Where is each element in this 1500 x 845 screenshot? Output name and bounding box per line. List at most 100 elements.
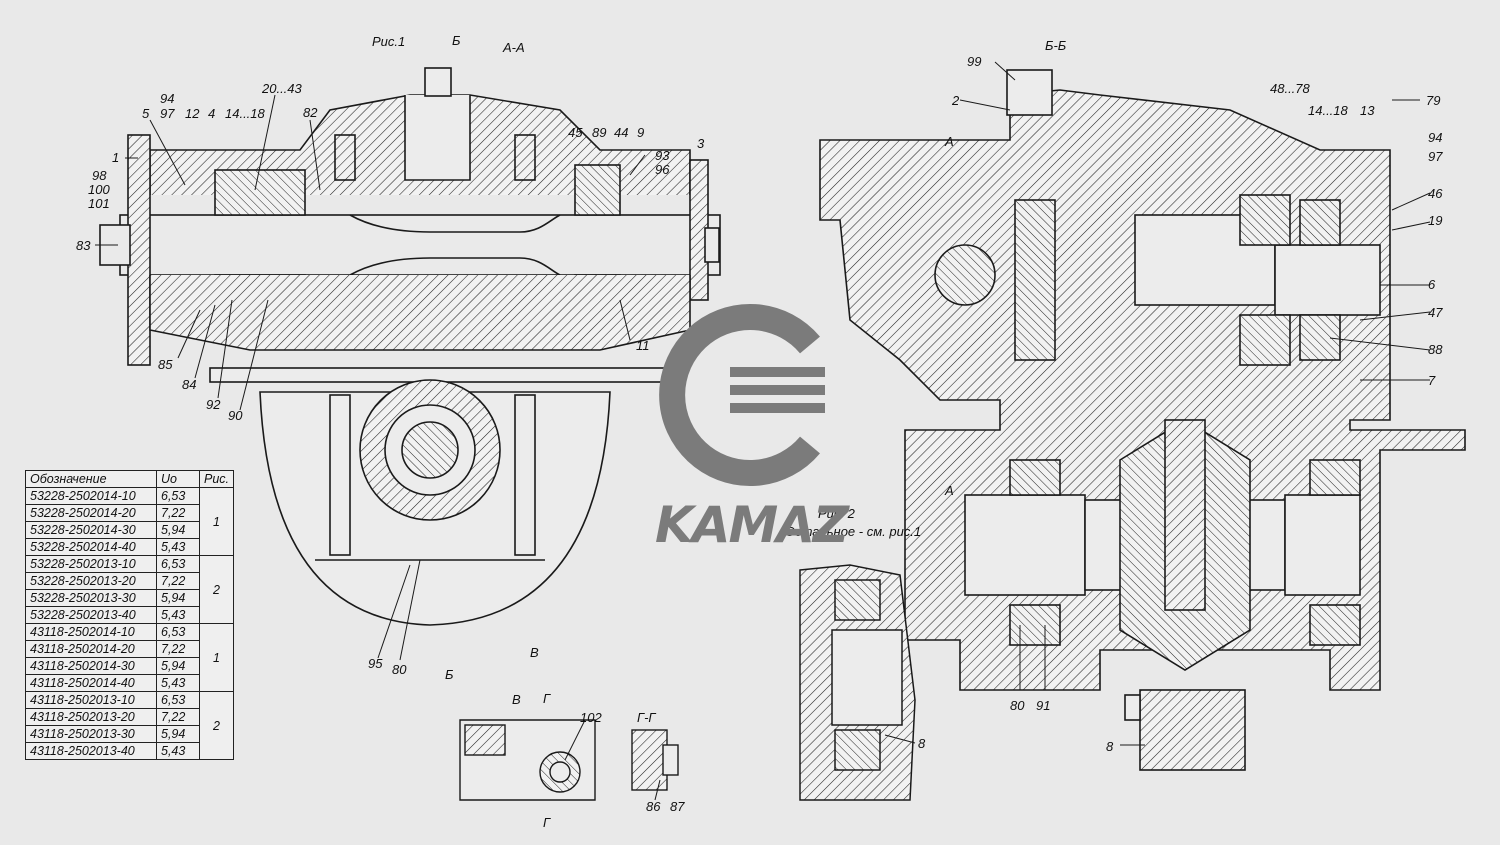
table-cell: 53228-2502014-40 — [25, 538, 157, 556]
table-cell: 7,22 — [156, 504, 200, 522]
table-cell: 43118-2502014-40 — [25, 674, 157, 692]
table-header: Обозначение Uo Рис. — [25, 470, 235, 488]
table-cell: 53228-2502014-20 — [25, 504, 157, 522]
fig2-title: Рис. 2 — [818, 506, 855, 521]
callout: 97 — [160, 106, 175, 121]
section-marker-b-bottom: Б — [445, 667, 454, 682]
table-cell: 5,94 — [156, 521, 200, 539]
col-header-ratio: Uo — [156, 470, 200, 488]
table-cell-fig: 2 — [198, 555, 235, 624]
callout: 91 — [1036, 698, 1051, 713]
callout: 80 — [1010, 698, 1025, 713]
table-cell: 5,43 — [156, 742, 200, 760]
callout: 98 — [92, 168, 107, 183]
section-bb-title: Б-Б — [1045, 38, 1067, 53]
callout: 94 — [1428, 130, 1443, 145]
callout: 80 — [392, 662, 407, 677]
callout: 4 — [208, 106, 216, 121]
callout: 82 — [303, 105, 318, 120]
table-cell: 7,22 — [156, 640, 200, 658]
callout: 14...18 — [1308, 103, 1348, 118]
table-cell: 5,43 — [156, 538, 200, 556]
callout: 13 — [1360, 103, 1375, 118]
callout: 89 — [592, 125, 607, 140]
section-marker-g-lower: Г — [543, 815, 551, 830]
table-cell: 53228-2502013-20 — [25, 572, 157, 590]
table-cell: 43118-2502014-10 — [25, 623, 157, 641]
table-cell: 5,43 — [156, 606, 200, 624]
table-cell: 43118-2502013-20 — [25, 708, 157, 726]
table-cell-fig: 1 — [198, 487, 235, 556]
callout: 8 — [918, 736, 926, 751]
fig1-title: Рис.1 — [372, 34, 406, 49]
callout: 86 — [646, 799, 661, 814]
callout: 7 — [1428, 373, 1436, 388]
callout: 84 — [182, 377, 197, 392]
table-cell: 53228-2502013-40 — [25, 606, 157, 624]
table-cell-fig: 2 — [198, 691, 235, 760]
callout: 44 — [614, 125, 629, 140]
table-cell: 5,43 — [156, 674, 200, 692]
table-cell: 6,53 — [156, 691, 200, 709]
callout: 100 — [88, 182, 110, 197]
table-cell-fig: 1 — [198, 623, 235, 692]
section-marker-a-lower: А — [945, 483, 954, 498]
leader-lines — [95, 61, 1431, 801]
callout: 1 — [112, 150, 120, 165]
table-cell: 53228-2502013-30 — [25, 589, 157, 607]
col-header-fig: Рис. — [198, 470, 235, 488]
section-aa-title: А-А — [503, 40, 525, 55]
callout: 6 — [1428, 277, 1436, 292]
section-marker-a-upper: А — [945, 134, 954, 149]
callout: 96 — [655, 162, 670, 177]
table-cell: 5,94 — [156, 589, 200, 607]
table-cell: 6,53 — [156, 487, 200, 505]
table-cell: 6,53 — [156, 623, 200, 641]
callout: 14...18 — [225, 106, 265, 121]
callout: 94 — [160, 91, 175, 106]
view-marker-v: В — [530, 645, 539, 660]
callout: 5 — [142, 106, 150, 121]
col-header-designation: Обозначение — [25, 470, 157, 488]
callout: 48...78 — [1270, 81, 1310, 96]
table-cell: 43118-2502013-40 — [25, 742, 157, 760]
table-cell: 43118-2502014-20 — [25, 640, 157, 658]
callout: 90 — [228, 408, 243, 423]
view-v-and-g — [459, 719, 679, 801]
kamaz-wordmark: KAMAZ — [655, 496, 849, 554]
callout: 83 — [76, 238, 91, 253]
view-a-a — [99, 67, 721, 626]
callout: 99 — [967, 54, 982, 69]
callout: 46 — [1428, 186, 1443, 201]
table-cell: 7,22 — [156, 708, 200, 726]
section-marker-g-upper: Г — [543, 691, 551, 706]
callout: 85 — [158, 357, 173, 372]
callout: 2 — [952, 93, 960, 108]
table-cell: 43118-2502013-30 — [25, 725, 157, 743]
callout: 8 — [1106, 739, 1114, 754]
callout: 101 — [88, 196, 110, 211]
callout: 45 — [568, 125, 583, 140]
table-cell: 5,94 — [156, 657, 200, 675]
callout: 97 — [1428, 149, 1443, 164]
callout: 9 — [637, 125, 645, 140]
table-cell: 53228-2502014-10 — [25, 487, 157, 505]
callout: 11 — [636, 338, 650, 353]
kamaz-logo — [659, 304, 825, 486]
callout: 12 — [185, 106, 200, 121]
table-cell: 5,94 — [156, 725, 200, 743]
